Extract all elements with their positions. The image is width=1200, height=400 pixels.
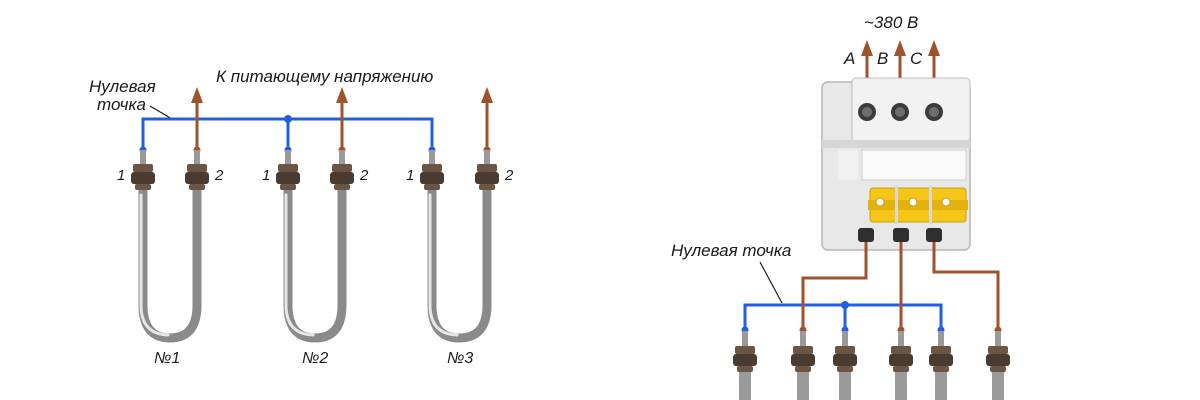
phase-b-label: B [877, 49, 888, 68]
phase-a-output-wire [801, 242, 868, 330]
neutral-point-leader-line [149, 105, 173, 120]
neutral-point-label-line1: Нулевая [89, 77, 156, 96]
heater-2-label: №2 [302, 350, 328, 367]
three-pole-circuit-breaker [821, 77, 971, 251]
heater-3-terminal-1: 1 [406, 167, 414, 184]
supply-voltage-label: К питающему напряжению [216, 67, 433, 86]
heater-3-label: №3 [447, 350, 473, 367]
neutral-point-label: Нулевая точка [671, 241, 791, 260]
phase-c-output-wire [932, 242, 1000, 330]
neutral-bus-wire-right [743, 303, 943, 330]
heater-terminals-bottom [733, 331, 1010, 400]
left-star-connection-diagram: Нулевая точка К питающему напряжению [89, 67, 514, 367]
heater-1-label: №1 [154, 350, 180, 367]
heater-1-terminal-1: 1 [117, 167, 125, 184]
heater-2-terminal-1: 1 [262, 167, 270, 184]
neutral-point-label-line2: точка [97, 95, 146, 114]
right-breaker-connection-diagram: ~380 В A B C [671, 13, 1010, 400]
neutral-point-leader-line-right [759, 261, 783, 304]
heater-element-3: 1 2 №3 [406, 150, 514, 367]
neutral-junction-dot-right [841, 301, 849, 309]
heater-1-terminal-2: 2 [214, 167, 224, 184]
heater-3-terminal-2: 2 [504, 167, 514, 184]
voltage-label: ~380 В [864, 13, 918, 32]
phase-a-label: A [843, 49, 855, 68]
supply-wire-3 [481, 87, 493, 154]
heater-2-terminal-2: 2 [359, 167, 369, 184]
heater-element-2: 1 2 №2 [262, 150, 369, 367]
heater-element-1: 1 2 №1 [117, 150, 224, 367]
neutral-junction-dot [284, 115, 292, 123]
phase-c-label: C [910, 49, 923, 68]
